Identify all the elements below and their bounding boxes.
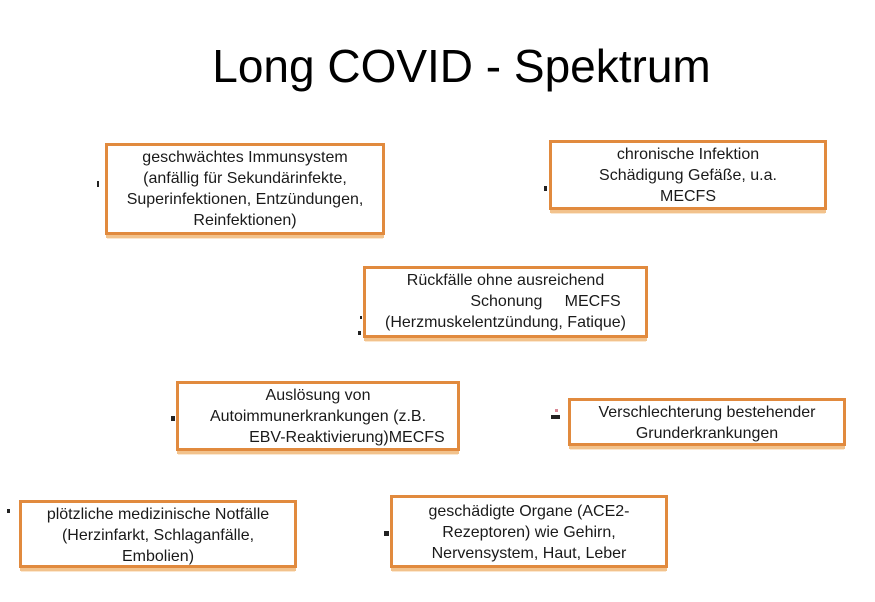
box-damaged-organs: geschädigte Organe (ACE2- Rezeptoren) wi…: [390, 495, 668, 568]
box-line: geschädigte Organe (ACE2-: [428, 503, 630, 520]
box-line: (Herzinfarkt, Schlaganfälle,: [61, 527, 255, 544]
box-line: Schädigung Gefäße, u.a.: [599, 167, 777, 184]
box-line: EBV-Reaktivierung)MECFS: [191, 429, 445, 446]
box-line: Nervensystem, Haut, Leber: [431, 545, 627, 562]
box-line: Verschlechterung bestehender: [598, 404, 816, 421]
box-chronic-infection: chronische Infektion Schädigung Gefäße, …: [549, 140, 827, 210]
box-line: chronische Infektion: [616, 146, 760, 163]
connector-mark: [358, 331, 361, 335]
box-line: Superinfektionen, Entzündungen,: [126, 191, 364, 208]
box-weakened-immune-system: geschwächtes Immunsystem (anfällig für S…: [105, 143, 385, 235]
box-line: Embolien): [121, 548, 195, 565]
box-line: (anfällig für Sekundärinfekte,: [143, 170, 347, 187]
box-line: Rückfälle ohne ausreichend: [406, 272, 605, 289]
box-line: Grunderkrankungen: [635, 425, 779, 442]
box-line: Autoimmunerkrankungen (z.B.: [209, 408, 427, 425]
connector-mark: [97, 181, 99, 187]
connector-mark: [384, 531, 389, 536]
connector-mark-pink: [555, 409, 558, 412]
connector-mark: [551, 415, 560, 419]
box-autoimmune-trigger: Auslösung von Autoimmunerkrankungen (z.B…: [176, 381, 460, 451]
box-sudden-medical-emergencies: plötzliche medizinische Notfälle (Herzin…: [19, 500, 297, 568]
box-line: Auslösung von: [265, 387, 371, 404]
connector-mark: [544, 186, 547, 191]
box-line: Schonung MECFS: [390, 293, 621, 310]
box-worsening-preexisting-conditions: Verschlechterung bestehender Grunderkran…: [568, 398, 846, 446]
box-line: (Herzmuskelentzündung, Fatique): [384, 314, 626, 331]
connector-mark: [171, 416, 175, 421]
box-line: geschwächtes Immunsystem: [142, 149, 348, 166]
connector-mark: [360, 316, 362, 319]
box-line: Rezeptoren) wie Gehirn,: [442, 524, 616, 541]
box-relapses-without-rest: Rückfälle ohne ausreichend Schonung MECF…: [363, 266, 648, 338]
connector-mark: [7, 509, 10, 513]
slide-title: Long COVID - Spektrum: [212, 40, 711, 92]
box-line: Reinfektionen): [193, 212, 297, 229]
box-line: plötzliche medizinische Notfälle: [46, 506, 270, 523]
box-line: MECFS: [660, 188, 716, 205]
